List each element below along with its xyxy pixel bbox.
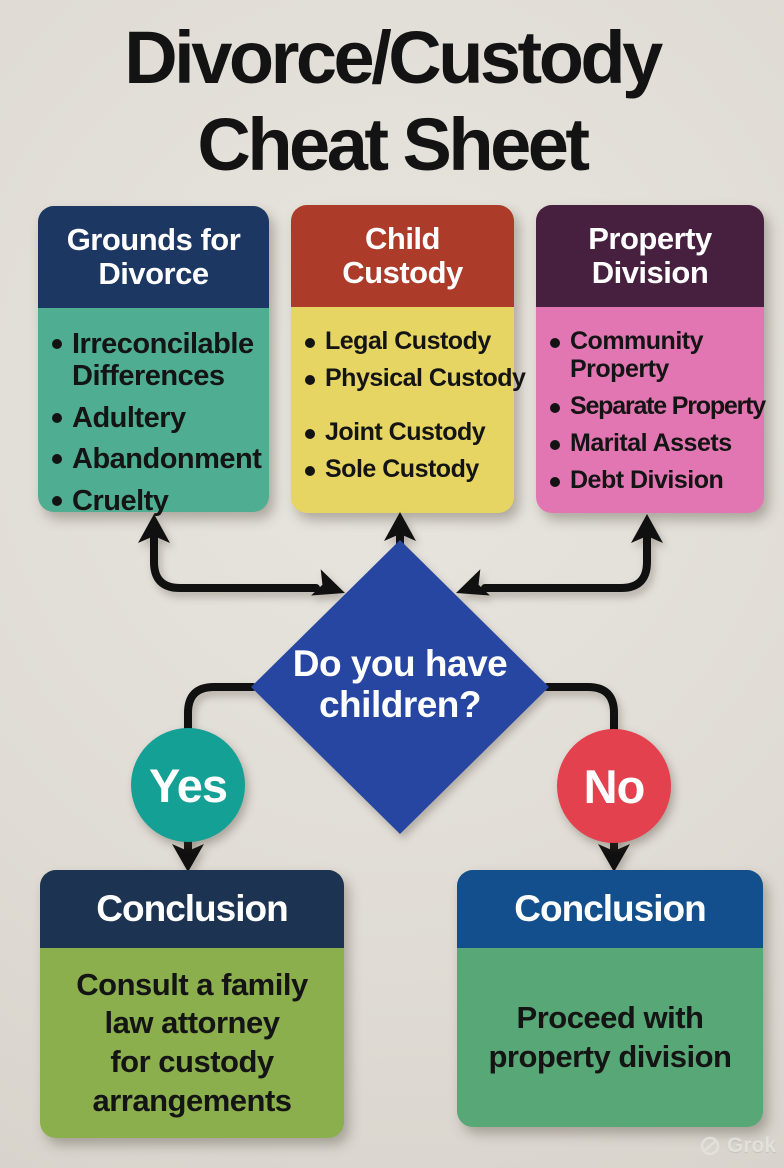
bullet-dot (305, 429, 315, 439)
bullet-dot (52, 412, 62, 423)
list-item: Abandonment (50, 443, 269, 475)
property-bullet-list: Community Property Separate Property Mar… (536, 307, 766, 494)
card-grounds-for-divorce: Grounds for Divorce Irreconcilable Diffe… (38, 206, 269, 517)
card-child-custody: Child Custody Legal Custody Physical Cus… (291, 205, 526, 513)
arrowhead-up-left (138, 514, 170, 543)
branch-yes-circle: Yes (131, 728, 245, 842)
bullet-dot (550, 403, 560, 413)
conclusion-left-header: Conclusion (40, 870, 344, 948)
bullet-dot (550, 477, 560, 487)
bullet-dot (52, 454, 62, 465)
watermark-label: Grok (726, 1134, 776, 1157)
connector-right (481, 534, 651, 592)
grounds-bullet-list: Irreconcilable Differences Adultery Aban… (38, 308, 269, 517)
decision-question: Do you have children? (292, 643, 508, 726)
custody-bullet-list: Legal Custody Physical Custody Joint Cus… (291, 307, 526, 483)
list-item: Cruelty (50, 485, 269, 517)
bullet-dot (305, 466, 315, 476)
card-property-division: Property Division Community Property Sep… (536, 205, 766, 513)
bullet-dot (305, 338, 315, 348)
card-property-body: Community Property Separate Property Mar… (536, 307, 766, 513)
branch-yes-label: Yes (148, 758, 228, 812)
bullet-dot (550, 440, 560, 450)
grok-watermark: Grok (699, 1134, 776, 1158)
list-item: Community Property (548, 327, 764, 383)
conclusion-right-header: Conclusion (457, 870, 763, 948)
conclusion-left-text: Consult a family law attorney for custod… (76, 966, 308, 1118)
connector-left (150, 534, 320, 592)
conclusion-card-custody: Conclusion Consult a family law attorney… (40, 870, 344, 1138)
bullet-dot (52, 495, 62, 506)
connector-diamond-to-yes (184, 683, 257, 736)
conclusion-right-text: Proceed with property division (488, 999, 732, 1074)
conclusion-card-property: Conclusion Proceed with property divisio… (457, 870, 763, 1127)
card-custody-body: Legal Custody Physical Custody Joint Cus… (291, 307, 526, 513)
card-grounds-header: Grounds for Divorce (38, 206, 269, 308)
card-grounds-body: Irreconcilable Differences Adultery Aban… (38, 308, 269, 517)
card-property-header: Property Division (536, 205, 764, 307)
connector-diamond-to-no (543, 683, 618, 736)
list-item: Adultery (50, 402, 269, 434)
list-item: Marital Assets (548, 429, 764, 457)
list-item: Legal Custody (303, 327, 514, 355)
page-title: Divorce/Custody Cheat Sheet (124, 16, 663, 187)
list-item: Irreconcilable Differences (50, 328, 269, 393)
circle-slash-logo-icon (700, 1136, 720, 1156)
card-custody-header: Child Custody (291, 205, 514, 307)
bullet-dot (52, 339, 62, 349)
branch-no-circle: No (557, 729, 671, 843)
bullet-dot (305, 375, 315, 385)
arrowhead-into-diamond-left (311, 569, 345, 596)
list-item: Separate Property (548, 392, 766, 420)
branch-no-label: No (583, 759, 646, 813)
arrowhead-into-diamond-right (456, 569, 490, 596)
bullet-dot (550, 338, 560, 348)
list-item: Sole Custody (303, 455, 514, 483)
list-item: Joint Custody (303, 418, 514, 446)
list-item: Debt Division (548, 466, 764, 494)
arrowhead-up-right (631, 514, 663, 543)
list-item: Physical Custody (303, 364, 526, 392)
arrowhead-down-yes (172, 844, 204, 872)
arrowhead-down-no (598, 844, 630, 872)
arrowhead-up-middle (384, 512, 416, 541)
